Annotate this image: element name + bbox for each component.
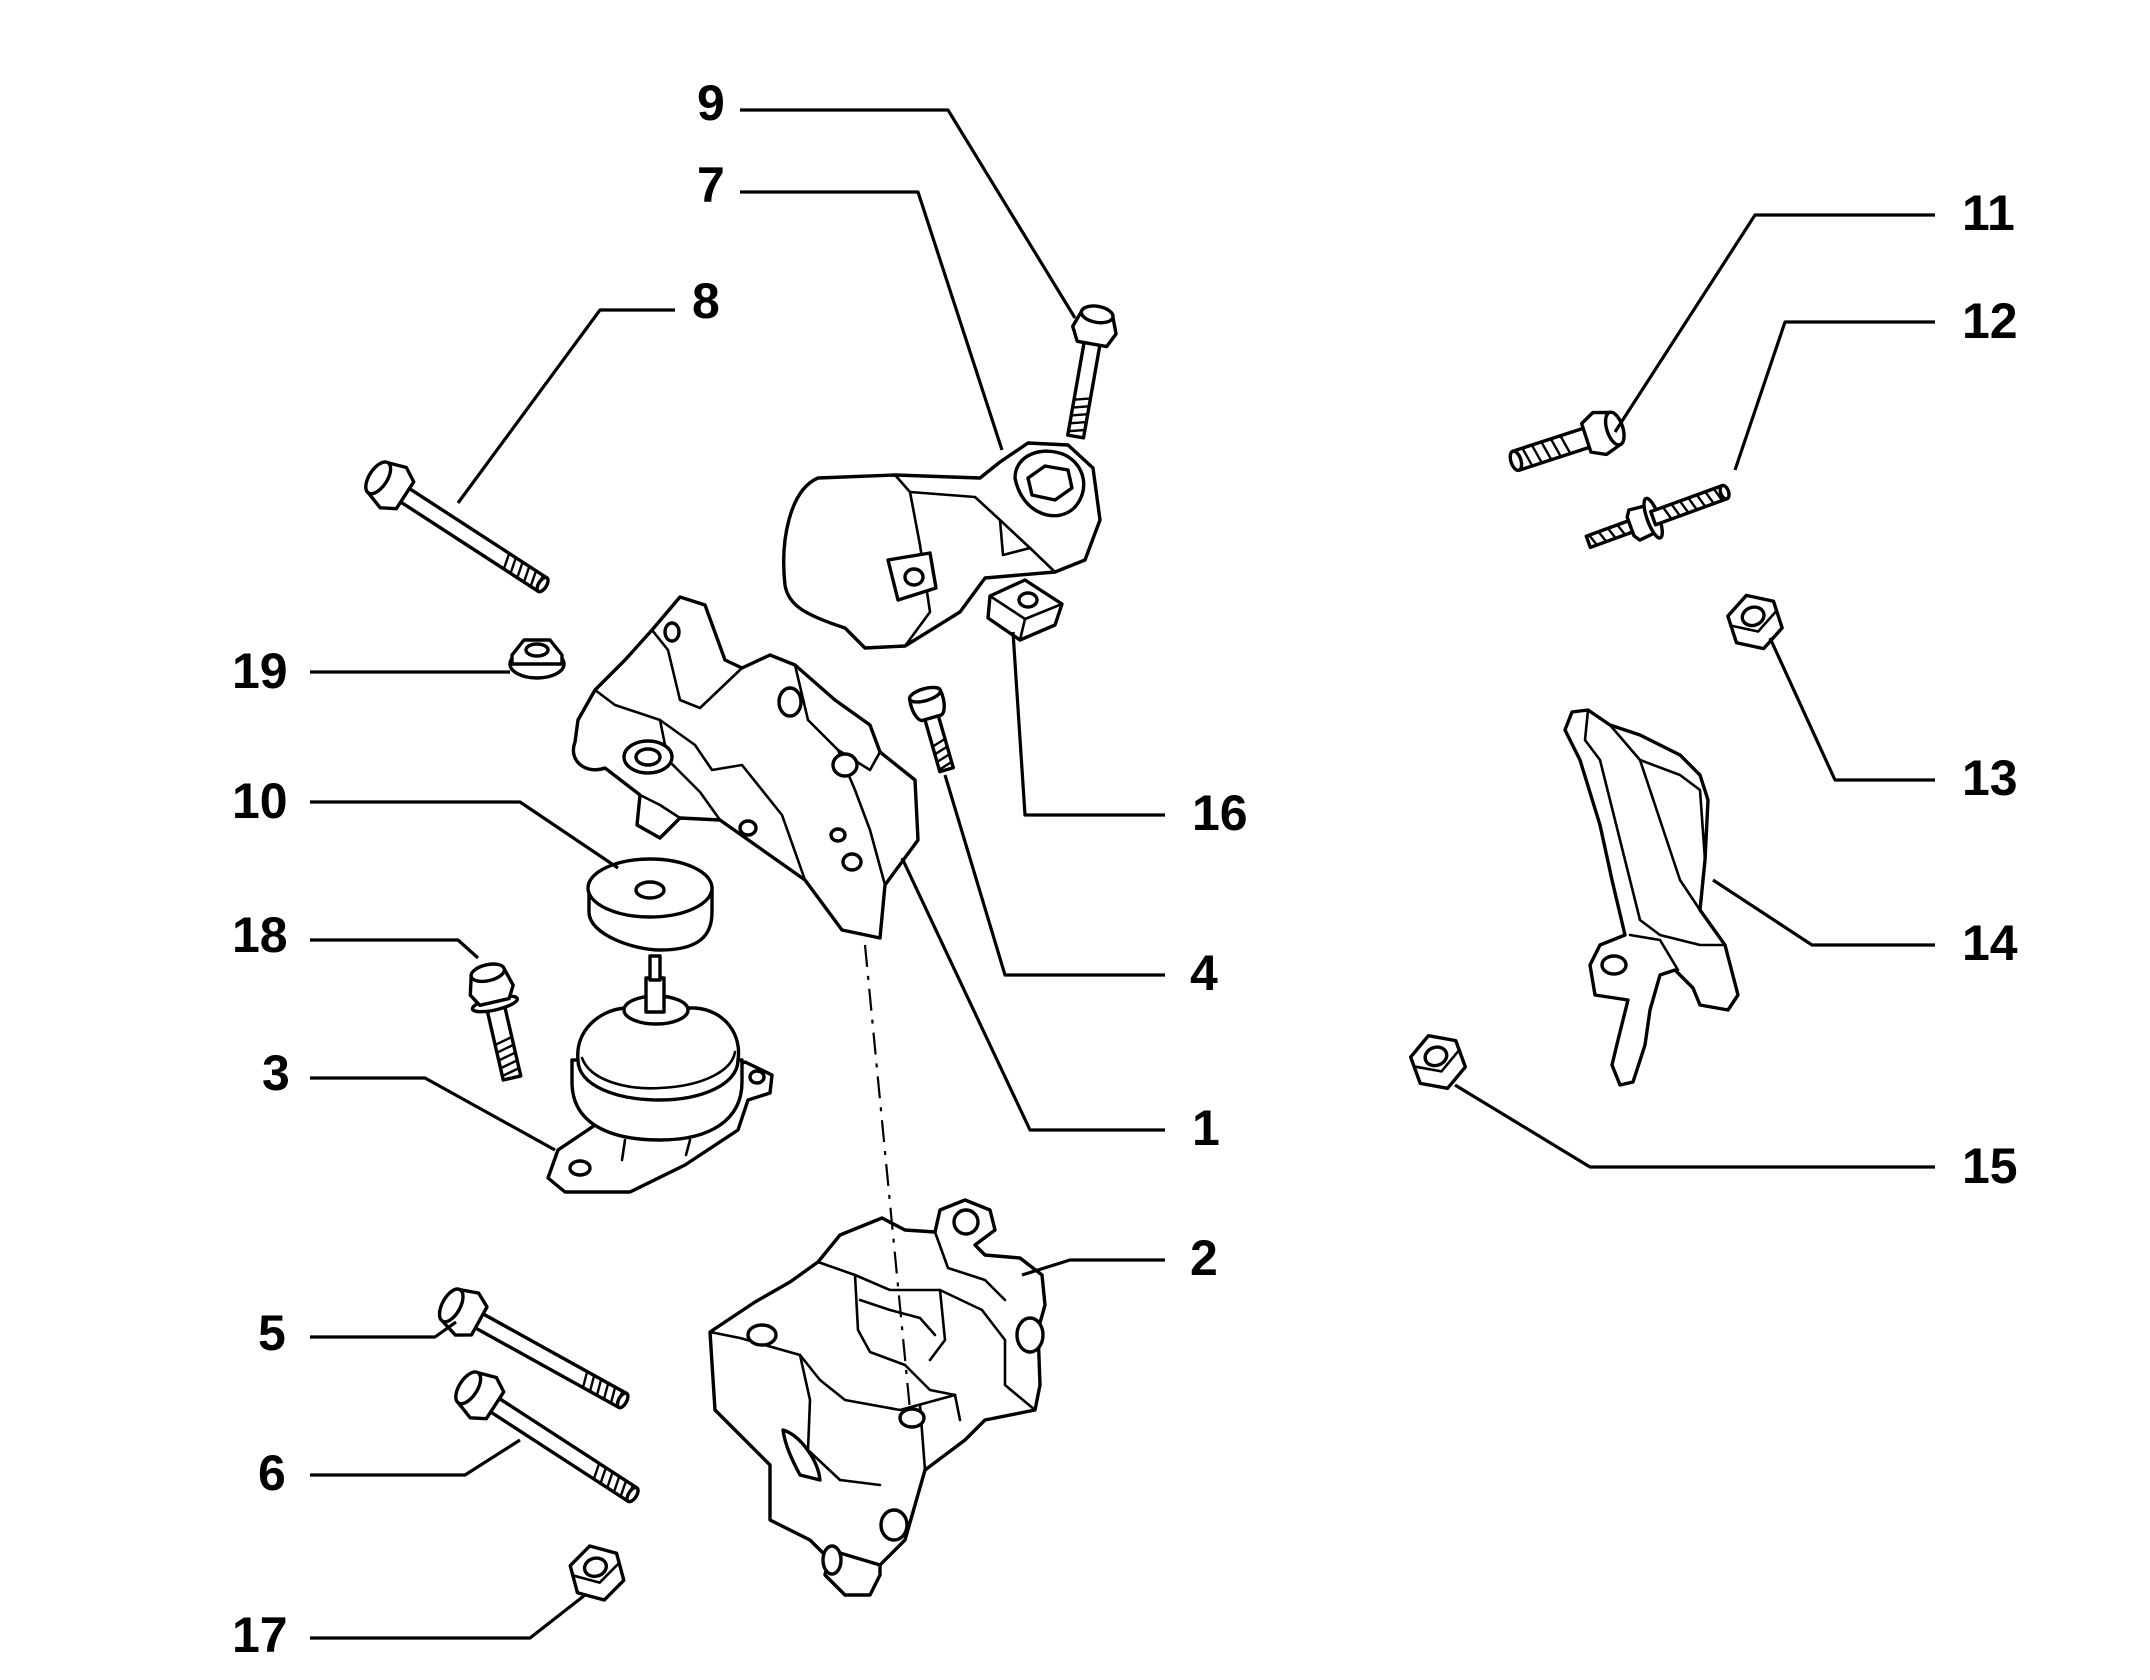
label-11: 11	[1962, 185, 2015, 241]
leader-3	[310, 1076, 556, 1152]
part-14-shield-bracket	[1563, 708, 1740, 1087]
label-2: 2	[1190, 1230, 1218, 1286]
part-19-flange-nut	[508, 638, 566, 680]
part-18-flange-bolt	[468, 962, 523, 1082]
label-8: 8	[692, 273, 720, 329]
part-13-hex-nut	[1721, 586, 1789, 658]
part-6-long-bolt	[445, 1361, 651, 1519]
leader-18	[310, 938, 480, 960]
leader-2	[1021, 1258, 1165, 1277]
part-2-transmission-support	[708, 1198, 1047, 1597]
leader-13	[1768, 637, 1935, 782]
part-11-bolt	[1508, 410, 1626, 473]
leader-1	[900, 857, 1165, 1132]
label-5: 5	[258, 1305, 286, 1361]
leader-4	[943, 774, 1165, 977]
label-17: 17	[232, 1607, 288, 1663]
leader-15	[1454, 1083, 1935, 1169]
label-1: 1	[1192, 1100, 1220, 1156]
part-8-long-bolt	[355, 451, 561, 609]
assembly-center-line	[863, 944, 912, 1411]
label-9: 9	[697, 75, 725, 131]
label-13: 13	[1962, 750, 2018, 806]
label-3: 3	[262, 1045, 290, 1101]
label-18: 18	[232, 907, 288, 963]
part-3-engine-mount	[546, 954, 774, 1194]
leader-12	[1733, 320, 1935, 471]
label-10: 10	[232, 773, 288, 829]
label-6: 6	[258, 1445, 286, 1501]
label-16: 16	[1192, 785, 1248, 841]
part-15-hex-nut	[1404, 1025, 1472, 1099]
leader-5	[310, 1320, 457, 1339]
part-9-bolt	[1066, 304, 1118, 440]
part-7-support-bracket	[782, 441, 1102, 650]
leader-14	[1712, 878, 1935, 947]
leader-6	[310, 1438, 521, 1477]
leader-9	[740, 108, 1077, 319]
part-10-rubber-washer	[586, 857, 714, 952]
part-12-stud	[1584, 483, 1731, 550]
label-12: 12	[1962, 293, 2018, 349]
leader-16	[1011, 631, 1165, 817]
label-7: 7	[697, 157, 725, 213]
part-17-hex-nut	[564, 1538, 630, 1608]
leader-17	[310, 1593, 586, 1640]
part-1-engine-bracket	[571, 595, 920, 940]
leader-10	[310, 800, 619, 870]
label-14: 14	[1962, 915, 2018, 971]
label-19: 19	[232, 643, 288, 699]
leader-8	[456, 308, 675, 504]
label-15: 15	[1962, 1138, 2018, 1194]
leader-7	[740, 190, 1004, 451]
part-16-square-nut	[986, 578, 1064, 642]
part-4-small-screw	[907, 685, 955, 774]
label-4: 4	[1190, 945, 1218, 1001]
leader-11	[1613, 213, 1935, 433]
